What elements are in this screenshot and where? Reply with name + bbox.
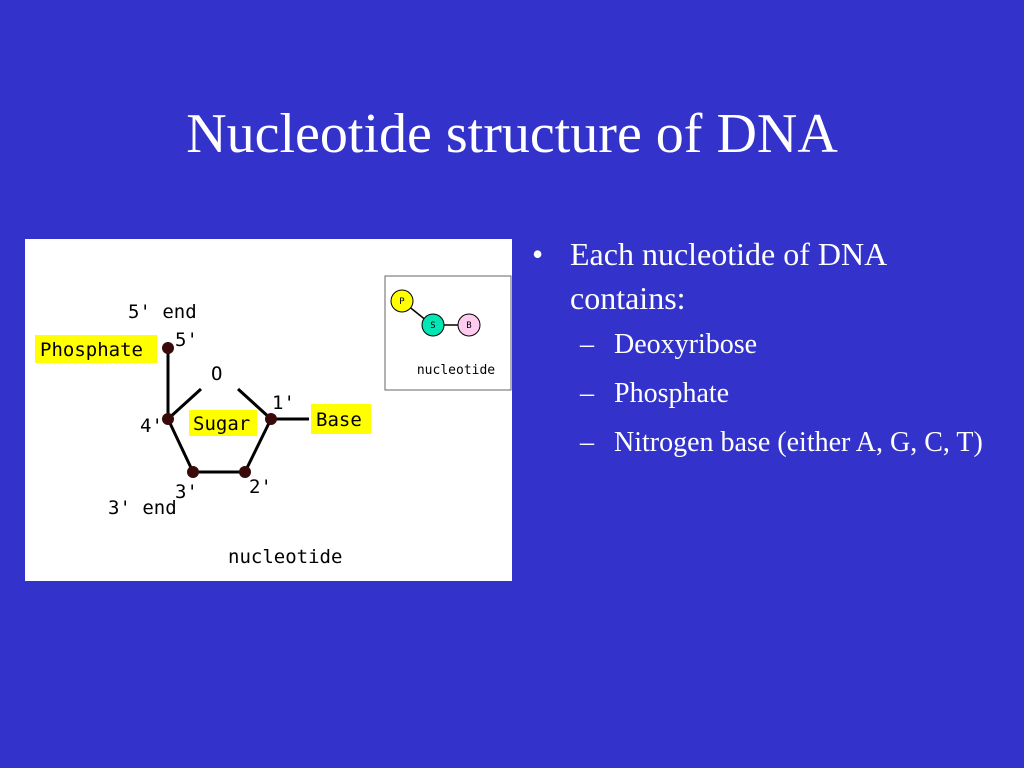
oxygen-label: O (211, 363, 222, 385)
ring-bond-4-3 (166, 418, 195, 473)
dash-icon: – (580, 427, 594, 458)
inset-phosphate-circle (390, 289, 414, 313)
carbon-2-label: 2' (249, 476, 272, 498)
diagram-caption: nucleotide (228, 546, 342, 568)
dash-icon: – (580, 329, 594, 360)
inset-base-letter: B (466, 321, 471, 331)
ring-bond-o-4 (166, 387, 203, 421)
base-label: Base (316, 409, 362, 431)
dash-icon: – (580, 378, 594, 409)
inset-phosphate-letter: P (399, 297, 405, 307)
end-3-label: 3' end (108, 497, 177, 519)
carbon-1-dot (265, 413, 277, 425)
end-5-label: 5' end (128, 301, 197, 323)
bullet-item: • Each nucleotide of DNA contains: (532, 232, 1002, 320)
sugar-highlight (189, 410, 257, 436)
carbon-4-dot (162, 413, 174, 425)
sugar-label: Sugar (193, 413, 250, 435)
ring-bond-2-1 (243, 418, 273, 473)
bullet-text: Each nucleotide of DNA contains: (570, 236, 886, 316)
carbon-3-dot (187, 466, 199, 478)
sub-bullet-text: Phosphate (614, 378, 730, 409)
carbon-1-label: 1' (272, 392, 295, 414)
nucleotide-diagram: 5' end Phosphate 5' O 1' Base 4' Sugar 2… (25, 239, 512, 581)
bullet-dot-icon: • (532, 236, 544, 272)
nucleotide-inset: P S B nucleotide (384, 275, 512, 391)
carbon-3-label: 3' (175, 481, 198, 503)
sub-bullet-item: – Deoxyribose (532, 326, 1002, 363)
phosphate-highlight (35, 335, 157, 363)
inset-sugar-circle (421, 313, 445, 337)
sub-bullet-text: Nitrogen base (either A, G, C, T) (614, 427, 983, 458)
nucleotide-structure-svg: 5' end Phosphate 5' O 1' Base 4' Sugar 2… (35, 275, 512, 568)
sub-bullet-item: – Nitrogen base (either A, G, C, T) (532, 424, 1002, 461)
sub-bullet-item: – Phosphate (532, 375, 1002, 412)
carbon-5-dot (162, 342, 174, 354)
ring-bond-1-o (236, 387, 273, 421)
bullet-list: • Each nucleotide of DNA contains: – Deo… (532, 232, 1002, 473)
carbon-5-label: 5' (175, 329, 198, 351)
phosphate-label: Phosphate (40, 339, 143, 361)
inset-caption: nucleotide (417, 363, 495, 378)
slide-title: Nucleotide structure of DNA (186, 103, 838, 165)
sub-bullet-text: Deoxyribose (614, 329, 758, 360)
inset-base-circle (457, 313, 481, 337)
inset-sugar-letter: S (430, 321, 435, 331)
carbon-4-label: 4' (140, 415, 163, 437)
carbon-2-dot (239, 466, 251, 478)
base-highlight (311, 404, 371, 434)
